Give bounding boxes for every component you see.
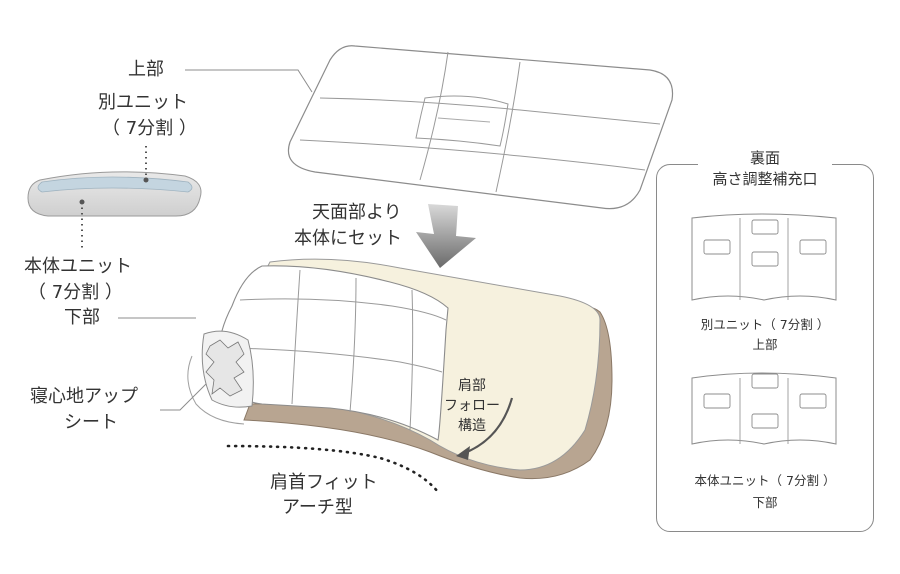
arch-label-2: アーチ型: [282, 497, 353, 518]
set-instruction-label: 天面部より: [312, 202, 402, 223]
comfort-sheet-label: 寝心地アップ: [30, 386, 138, 407]
back-upper-diagram: [691, 213, 837, 301]
back-panel-subtitle: 高さ調整補充口: [712, 170, 818, 188]
upper-label: 上部: [128, 59, 164, 80]
upper-unit-pillow: [287, 45, 674, 210]
upper-unit-count: （ 7分割 ）: [102, 118, 197, 139]
lower-label: 下部: [64, 307, 100, 328]
upper-dot-marker: [143, 177, 149, 183]
arch-label: 肩首フィット: [270, 472, 378, 493]
shoulder-label: 肩部: [458, 378, 486, 394]
back-upper-caption: 別ユニット（ 7分割 ）: [700, 317, 830, 332]
main-pillow: [187, 258, 613, 480]
back-lower-caption: 本体ユニット（ 7分割 ）: [694, 473, 836, 488]
side-view-pillow: [27, 171, 202, 217]
upper-unit-label: 別ユニット: [98, 92, 188, 113]
back-panel-title: 裏面: [698, 148, 832, 169]
shoulder-label-2: フォロー: [444, 398, 500, 414]
main-unit-count: （ 7分割 ）: [28, 282, 123, 303]
set-instruction-label-2: 本体にセット: [294, 228, 402, 249]
arch-dots: [226, 444, 440, 494]
upper-leader-line: [185, 69, 313, 93]
main-unit-label: 本体ユニット: [24, 256, 132, 277]
shoulder-arrow-head-icon: [456, 446, 470, 460]
back-lower-caption-2: 下部: [752, 495, 778, 510]
comfort-sheet-label-2: シート: [64, 412, 118, 433]
main-dot-marker: [79, 199, 85, 205]
down-arrow-icon: [416, 204, 476, 268]
comfort-leader-line: [160, 383, 207, 411]
shoulder-label-3: 構造: [458, 418, 486, 434]
back-upper-caption-2: 上部: [752, 337, 778, 352]
back-lower-diagram: [691, 372, 837, 445]
shoulder-curve-arrow: [461, 397, 514, 456]
